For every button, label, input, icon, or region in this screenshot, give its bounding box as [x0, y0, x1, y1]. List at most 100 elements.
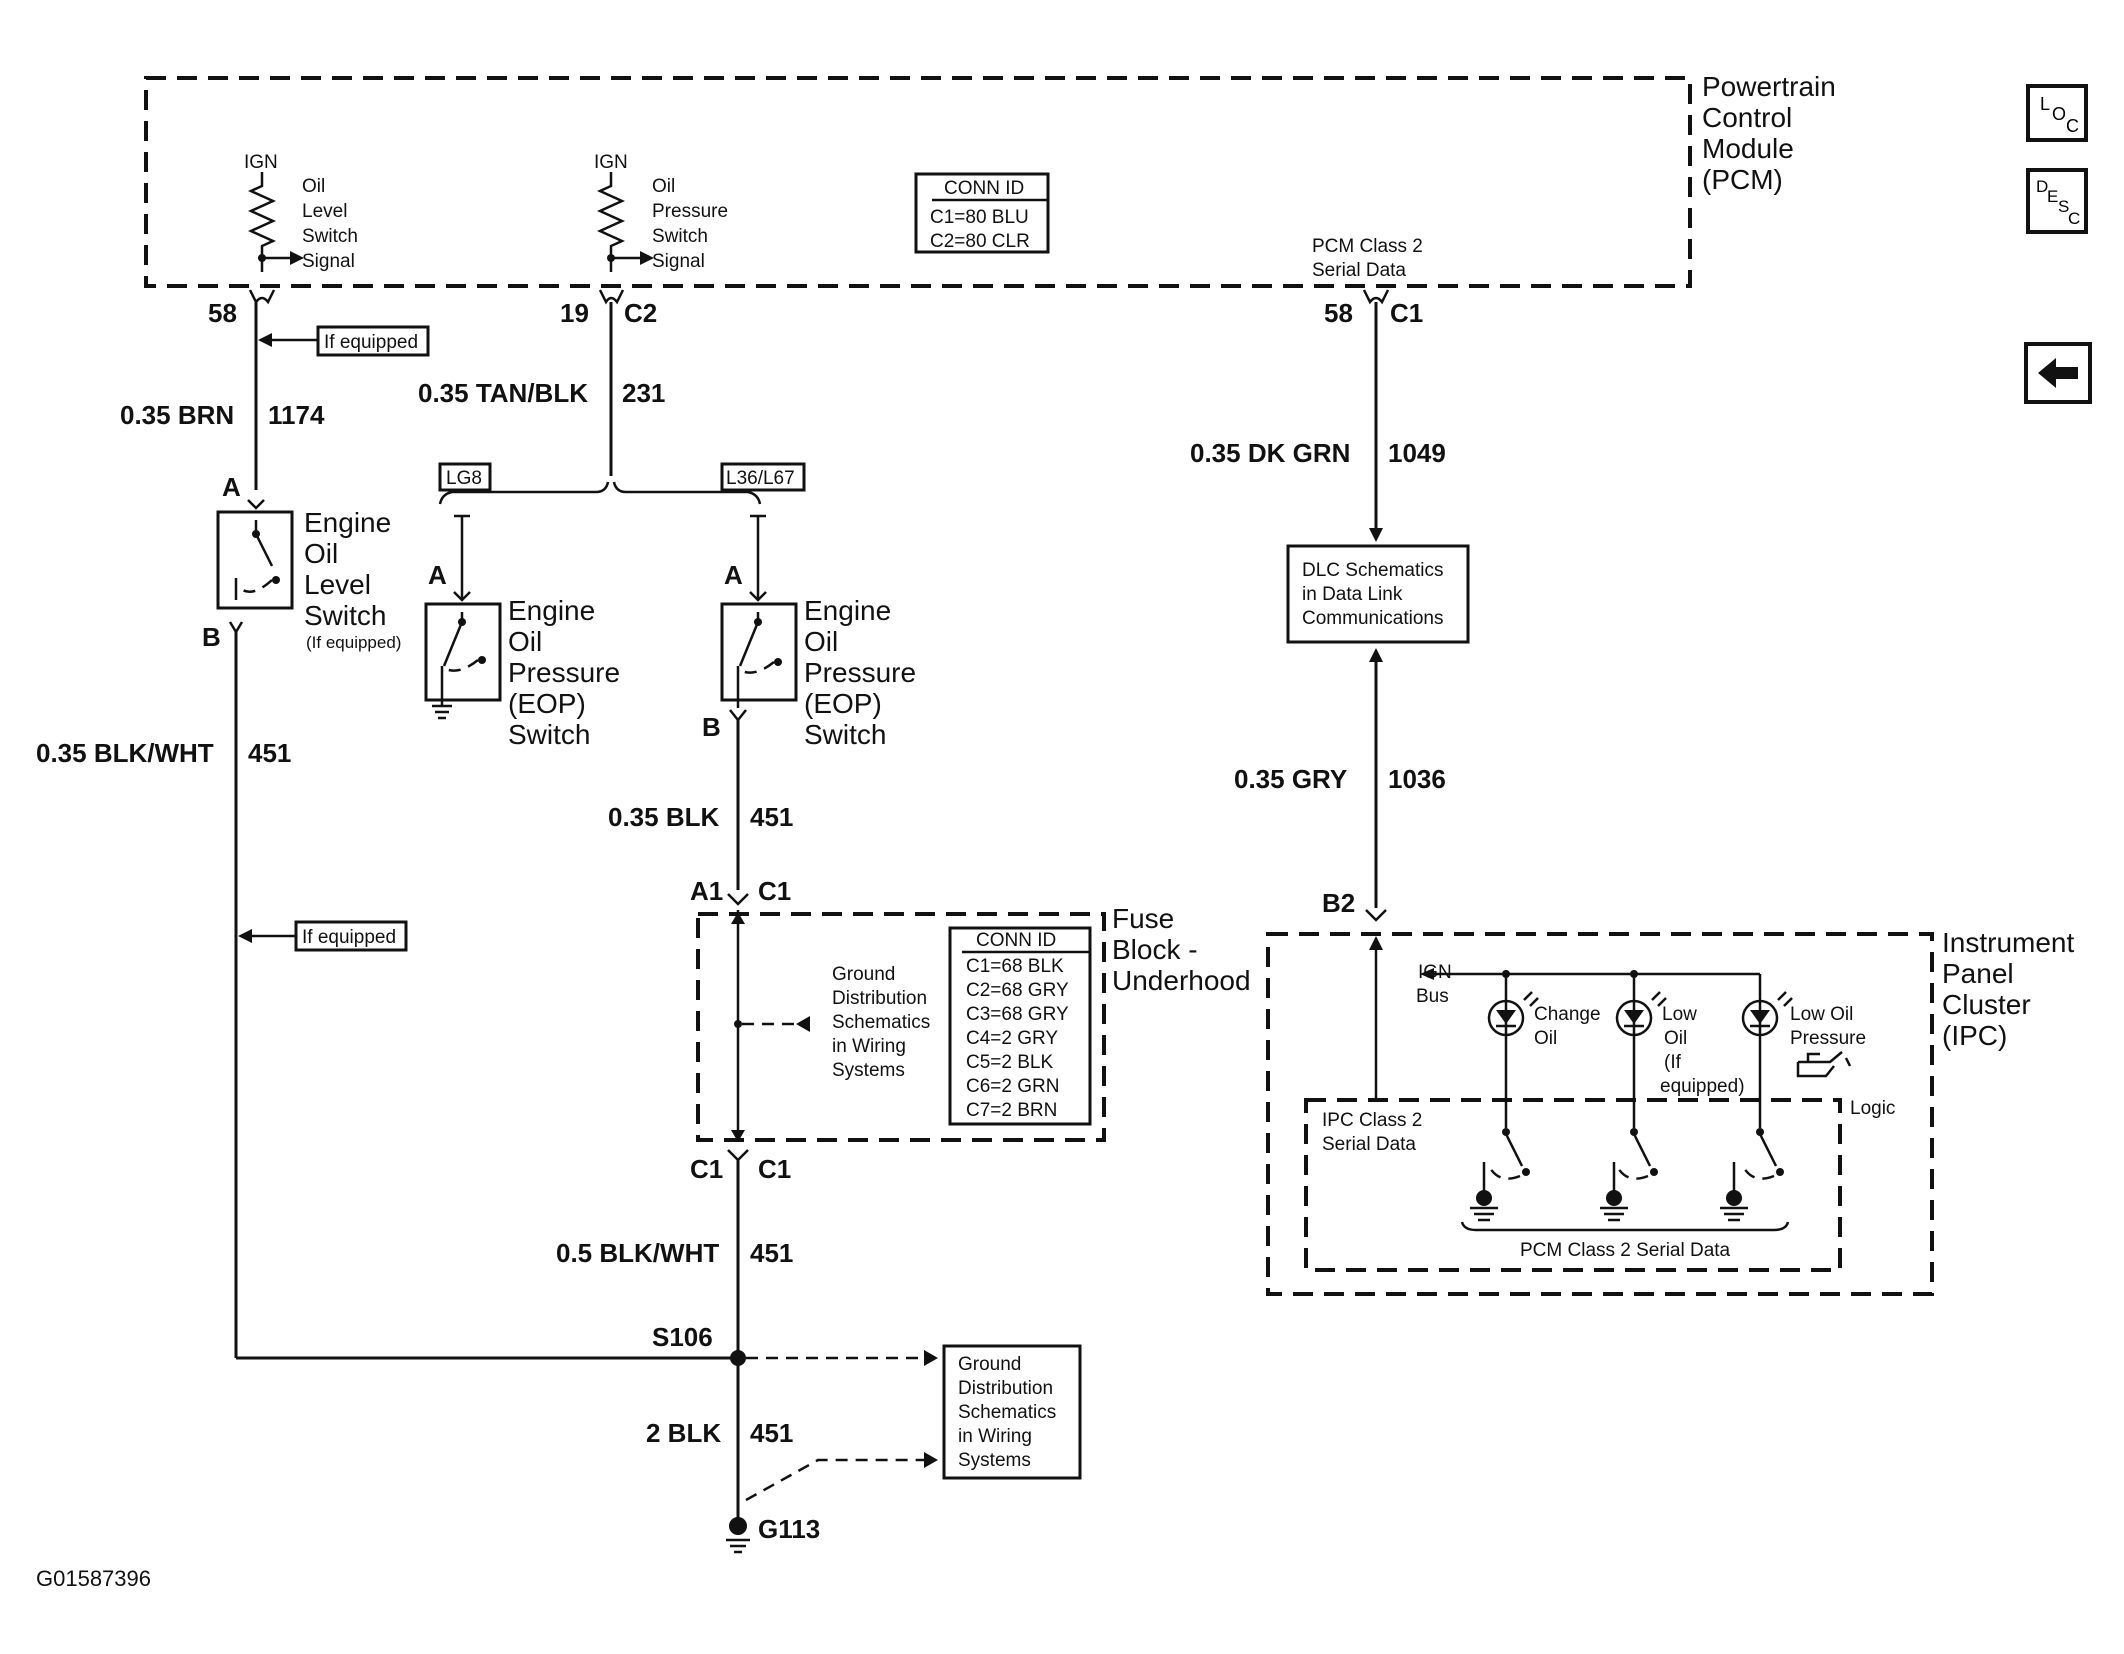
splice-s106: S106	[652, 1322, 938, 1366]
back-button[interactable]	[2024, 342, 2092, 404]
eop-l36-label-4: (EOP)	[804, 688, 882, 719]
if-equipped-tag-top: If equipped	[258, 325, 430, 357]
oil-pressure-signal-4: Signal	[652, 251, 705, 272]
oil-level-signal-1: Oil	[302, 176, 325, 197]
tag-l36-l67: L36/L67	[726, 468, 795, 489]
oil-pressure-signal-2: Pressure	[652, 201, 728, 222]
ign-bus-1: IGN	[1418, 962, 1452, 983]
eop-l36-label-2: Oil	[804, 626, 838, 657]
fuse-pin-a1: A1	[690, 876, 723, 906]
wire-1036-gauge: 0.35 GRY	[1234, 764, 1347, 794]
pin-58-left: 58	[208, 298, 237, 328]
ipc-pin-b2: B2	[1322, 888, 1355, 918]
ipc-title-4: (IPC)	[1942, 1020, 2007, 1051]
fuse-block-label-2: Block -	[1112, 934, 1198, 965]
eop-l36-pin-b: B	[702, 712, 721, 742]
wire-451a-circuit: 451	[248, 738, 291, 768]
oil-level-signal-4: Signal	[302, 251, 355, 272]
figure-id: G01587396	[36, 1566, 151, 1591]
eop-switch-lg8: A Engine Oil Pressure (EOP) Switch	[424, 560, 620, 750]
svg-text:E: E	[2047, 187, 2058, 206]
ign-bus-2: Bus	[1416, 986, 1449, 1007]
pcm-conn-id-c1: C1=80 BLU	[930, 207, 1029, 228]
ground-ref-3: Schematics	[958, 1402, 1056, 1423]
instrument-panel-cluster: B2 Instrument Panel Cluster (IPC) IGN Bu…	[1266, 888, 2074, 1296]
eop-lg8-label-4: (EOP)	[508, 688, 586, 719]
eop-lg8-label-2: Oil	[508, 626, 542, 657]
low-oil-pressure-2: Pressure	[1790, 1028, 1866, 1049]
pin-c2: C2	[624, 298, 657, 328]
pin-19: 19	[560, 298, 589, 328]
eop-l36-pin-a: A	[724, 560, 743, 590]
oil-level-signal-3: Switch	[302, 226, 358, 247]
ipc-title-1: Instrument	[1942, 927, 2074, 958]
fuse-conn-3: C3=68 GRY	[966, 1004, 1069, 1025]
eop-l36-label-1: Engine	[804, 595, 891, 626]
wire-451d-gauge: 2 BLK	[646, 1418, 721, 1448]
fuse-conn-7: C7=2 BRN	[966, 1100, 1057, 1121]
loc-button[interactable]: L O C	[2026, 84, 2088, 142]
oil-level-signal-2: Level	[302, 201, 347, 222]
fuse-ground-ref-4: in Wiring	[832, 1036, 906, 1057]
pin-58-right: 58	[1324, 298, 1353, 328]
dlc-ref-1: DLC Schematics	[1302, 560, 1444, 581]
oil-level-label-3: Level	[304, 569, 371, 600]
pin-c1-right: C1	[1390, 298, 1423, 328]
fuse-conn-5: C5=2 BLK	[966, 1052, 1053, 1073]
fuse-block-label-1: Fuse	[1112, 903, 1174, 934]
wire-451b-circuit: 451	[750, 802, 793, 832]
pcm-title-4: (PCM)	[1702, 164, 1783, 195]
fuse-ground-ref-2: Distribution	[832, 988, 927, 1009]
ipc-class2-1: IPC Class 2	[1322, 1110, 1422, 1131]
ipc-title-2: Panel	[1942, 958, 2014, 989]
svg-text:C: C	[2068, 209, 2080, 228]
pcm-class2-1: PCM Class 2	[1312, 236, 1423, 257]
wire-451b-gauge: 0.35 BLK	[608, 802, 719, 832]
logic-switch-low-oil	[1600, 1128, 1658, 1222]
oil-can-icon	[1796, 1051, 1852, 1078]
svg-text:O: O	[2052, 104, 2066, 124]
ipc-class2-2: Serial Data	[1322, 1134, 1416, 1155]
oil-level-label-1: Engine	[304, 507, 391, 538]
wire-1036-circuit: 1036	[1388, 764, 1446, 794]
ground-ref-1: Ground	[958, 1354, 1021, 1375]
pcm-class2-2: Serial Data	[1312, 260, 1406, 281]
loc-icon: L O C	[2040, 94, 2079, 136]
ground-ref-box: Ground Distribution Schematics in Wiring…	[745, 1344, 1082, 1502]
svg-text:D: D	[2036, 177, 2048, 196]
fuse-pin-c1-top: C1	[758, 876, 791, 906]
eop-l36-label-5: Switch	[804, 719, 886, 750]
eop-l36-label-3: Pressure	[804, 657, 916, 688]
desc-button[interactable]: D E S C	[2026, 168, 2088, 234]
tag-lg8: LG8	[446, 468, 482, 489]
back-arrow-icon	[2038, 358, 2078, 388]
pcm-conn-id-c2: C2=80 CLR	[930, 231, 1030, 252]
pcm-conn-id-title: CONN ID	[944, 178, 1024, 199]
eop-lg8-label-5: Switch	[508, 719, 590, 750]
desc-icon: D E S C	[2036, 177, 2080, 228]
change-oil-1: Change	[1534, 1004, 1601, 1025]
low-oil-4: equipped)	[1660, 1076, 1745, 1097]
fuse-pin-c1-bot-right: C1	[758, 1154, 791, 1184]
oil-level-pin-b: B	[202, 622, 221, 652]
wire-231-gauge: 0.35 TAN/BLK	[418, 378, 588, 408]
wire-1049-gauge: 0.35 DK GRN	[1190, 438, 1350, 468]
wire-451c-gauge: 0.5 BLK/WHT	[556, 1238, 719, 1268]
oil-level-switch: A Engine Oil Level Switch (If equipped) …	[202, 472, 401, 652]
wire-451c-circuit: 451	[750, 1238, 793, 1268]
fuse-conn-title: CONN ID	[976, 930, 1056, 951]
ground-g113: G113	[726, 1514, 820, 1554]
eop-lg8-pin-a: A	[428, 560, 447, 590]
fuse-conn-6: C6=2 GRN	[966, 1076, 1059, 1097]
low-oil-pressure-1: Low Oil	[1790, 1004, 1853, 1025]
dlc-ref-2: in Data Link	[1302, 584, 1403, 605]
fuse-ground-ref-1: Ground	[832, 964, 895, 985]
fuse-conn-id-box: CONN ID C1=68 BLK C2=68 GRY C3=68 GRY C4…	[948, 926, 1092, 1126]
pcm-module: Powertrain Control Module (PCM) IGN Oil …	[144, 71, 1836, 288]
fuse-ground-ref-5: Systems	[832, 1060, 905, 1081]
wire-1174-gauge: 0.35 BRN	[120, 400, 234, 430]
ground-ref-2: Distribution	[958, 1378, 1053, 1399]
oil-level-pin-a: A	[222, 472, 241, 502]
if-equipped-tag-mid: If equipped	[238, 920, 408, 952]
